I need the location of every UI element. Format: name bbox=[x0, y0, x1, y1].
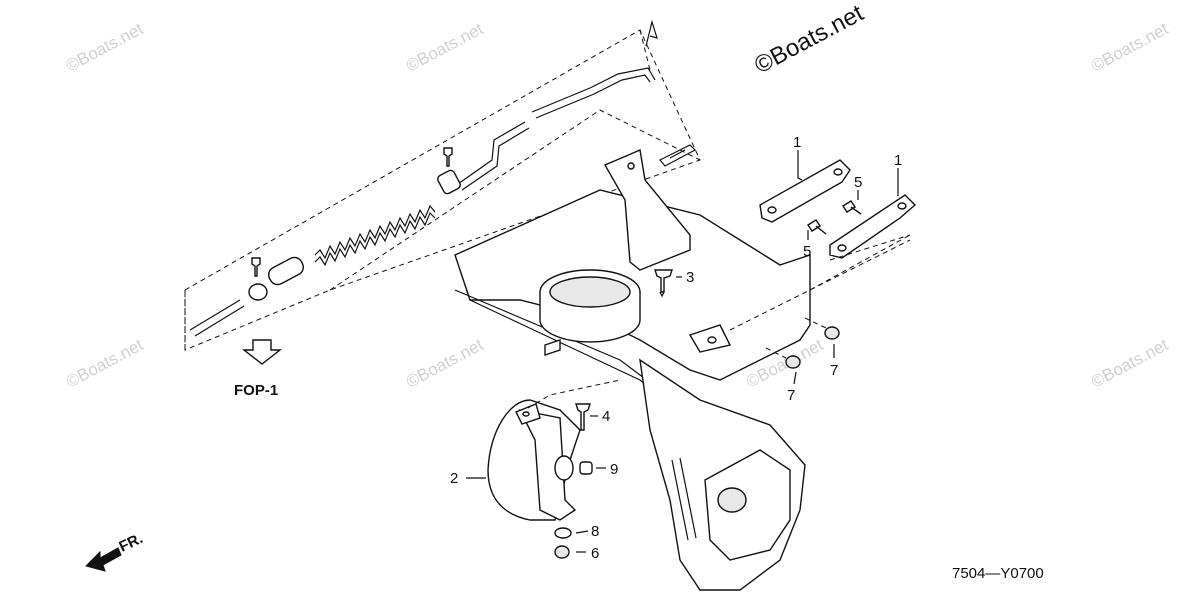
plate-upper-hole-a bbox=[767, 206, 777, 214]
nut-7-right bbox=[824, 326, 840, 340]
r-clip-icon bbox=[645, 19, 658, 47]
bolt-5-left bbox=[807, 219, 827, 235]
bolt-4 bbox=[575, 403, 591, 431]
callout-8: 8 bbox=[591, 523, 599, 540]
nut-6 bbox=[554, 545, 570, 559]
callout-7a: 7 bbox=[787, 387, 795, 404]
collar-lower bbox=[268, 256, 304, 286]
washer-lower bbox=[248, 283, 268, 301]
callout-7b: 7 bbox=[830, 362, 838, 379]
nut-7-left bbox=[785, 355, 801, 369]
watermark-4: ©Boats.net bbox=[63, 335, 147, 392]
spring-clip-icon bbox=[659, 144, 696, 167]
rod-spring bbox=[314, 204, 436, 267]
handle-socket bbox=[539, 269, 641, 343]
bolt-5-right bbox=[842, 200, 862, 215]
collar-9 bbox=[579, 461, 593, 475]
callout-6: 6 bbox=[591, 545, 599, 562]
plate-lower-hole-b bbox=[897, 202, 907, 210]
callout-1a: 1 bbox=[793, 134, 801, 151]
washer-8 bbox=[554, 527, 572, 539]
front-arrow-icon bbox=[85, 547, 122, 572]
bolt-small-upper bbox=[443, 147, 453, 167]
collar-upper bbox=[437, 169, 461, 195]
plate-lower-hole-a bbox=[837, 244, 847, 252]
clamp-strap bbox=[487, 379, 621, 521]
brand-watermark: ©Boats.net bbox=[750, 0, 868, 79]
handle-bracket bbox=[604, 149, 691, 271]
callout-2: 2 bbox=[450, 470, 458, 487]
callout-4: 4 bbox=[602, 408, 610, 425]
nut-leader-lines bbox=[765, 317, 827, 359]
watermark-2: ©Boats.net bbox=[403, 19, 487, 76]
plate-leader-lines bbox=[729, 234, 911, 331]
grip-hole bbox=[717, 487, 747, 513]
plate-upper bbox=[759, 159, 851, 223]
bracket-hole bbox=[627, 162, 635, 170]
callout-5a: 5 bbox=[854, 174, 862, 191]
watermark-1: ©Boats.net bbox=[63, 19, 147, 76]
bolt-small-lower bbox=[251, 257, 261, 277]
shift-rod-assembly-outline bbox=[184, 29, 701, 351]
reference-arrow-icon bbox=[241, 339, 283, 365]
plate-lower bbox=[829, 194, 917, 259]
callout-9: 9 bbox=[610, 461, 618, 478]
fop-reference-label: FOP-1 bbox=[234, 382, 278, 399]
front-direction-label: FR. bbox=[117, 530, 146, 556]
callout-leaders bbox=[466, 150, 899, 553]
pin-rod bbox=[189, 299, 245, 337]
watermark-7: ©Boats.net bbox=[1088, 335, 1172, 392]
watermark-5: ©Boats.net bbox=[403, 335, 487, 392]
callout-5b: 5 bbox=[803, 243, 811, 260]
plate-upper-hole-b bbox=[833, 168, 843, 176]
shift-rod bbox=[457, 67, 656, 191]
diagram-code: 7504—Y0700 bbox=[952, 565, 1044, 582]
watermark-3: ©Boats.net bbox=[1088, 19, 1172, 76]
callout-3: 3 bbox=[686, 269, 694, 286]
callout-1b: 1 bbox=[894, 152, 902, 169]
